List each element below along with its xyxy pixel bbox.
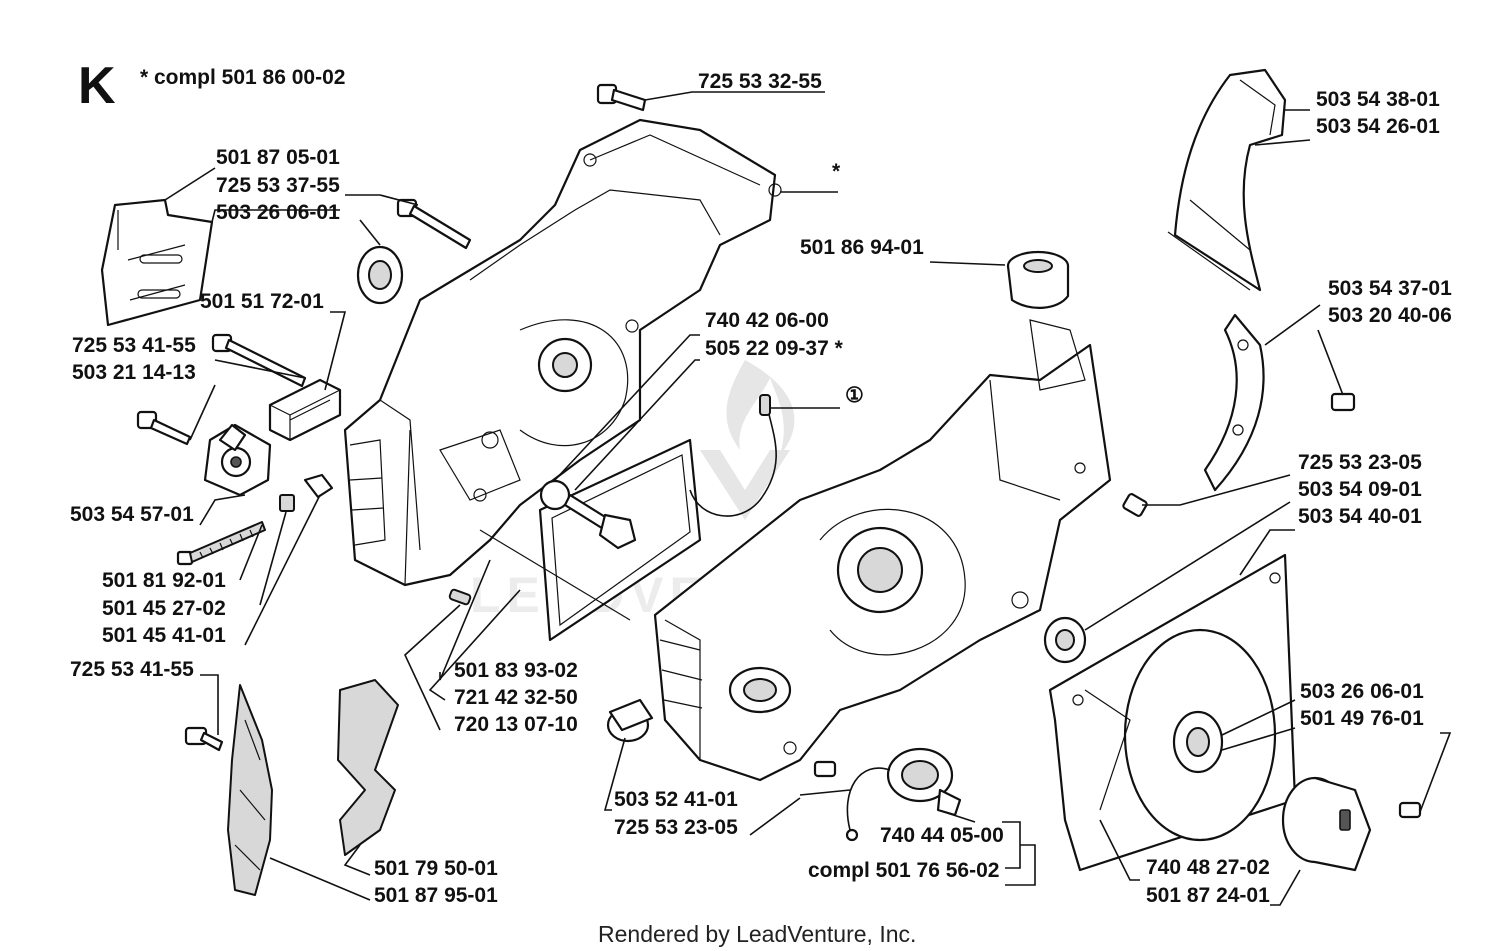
clutch-screw [1398,801,1422,819]
label-503-54-26-01: 503 54 26-01 [1316,115,1440,138]
label-740-44-05-00: 740 44 05-00 [880,824,1004,847]
label-725-53-41-55-lower: 725 53 41-55 [70,658,194,681]
breather-cap [1006,250,1070,309]
label-740-42-06-00: 740 42 06-00 [705,309,829,332]
label-503-26-06-01-right: 503 26 06-01 [1300,680,1424,703]
label-725-53-37-55: 725 53 37-55 [216,174,340,197]
label-503-54-37-01: 503 54 37-01 [1328,277,1452,300]
ignition-wire [689,394,777,517]
footer-credit: Rendered by LeadVenture, Inc. [598,921,916,947]
hand-guard-left [227,684,273,896]
adjust-nut [279,473,334,512]
clutch-cover [1048,553,1297,872]
oil-pump [799,747,962,842]
part-labels: 725 53 32-55 501 87 05-01 725 53 37-55 5… [70,70,1452,907]
label-720-13-07-10: 720 13 07-10 [454,713,578,736]
label-725-53-32-55: 725 53 32-55 [698,70,822,93]
hand-guard-right [337,679,399,856]
label-503-21-14-13: 503 21 14-13 [72,361,196,384]
label-note-1: ① [845,384,864,407]
crankcase-lower [653,319,1112,782]
bar-bolt-block [268,378,342,442]
deflector-screw [1330,392,1356,412]
label-501-87-05-01: 501 87 05-01 [216,146,340,169]
label-503-54-40-01: 503 54 40-01 [1298,505,1422,528]
crankcase-upper [343,118,782,587]
plug-bolt [539,479,637,550]
label-503-54-38-01: 503 54 38-01 [1316,88,1440,111]
label-721-42-32-50: 721 42 32-50 [454,686,578,709]
leader-lines [164,91,1452,906]
label-501-86-94-01: 501 86 94-01 [800,236,924,259]
label-503-52-41-01: 503 52 41-01 [614,788,738,811]
compl-note: * compl 501 86 00-02 [140,66,345,89]
label-501-83-93-02: 501 83 93-02 [454,659,578,682]
plug-52-41 [606,698,654,743]
screw-23-05-right [1122,493,1148,517]
label-505-22-09-37: 505 22 09-37 * [705,337,844,360]
adjust-screw [176,521,266,566]
seal-09-01 [1043,616,1087,664]
label-501-51-72-01: 501 51 72-01 [200,290,324,313]
label-503-54-09-01: 503 54 09-01 [1298,478,1422,501]
label-501-87-95-01: 501 87 95-01 [374,884,498,907]
label-725-53-23-05-center: 725 53 23-05 [614,816,738,839]
label-503-20-40-06: 503 20 40-06 [1328,304,1452,327]
top-screw [596,83,647,112]
label-501-81-92-01: 501 81 92-01 [102,569,226,592]
label-501-45-27-02: 501 45 27-02 [102,597,226,620]
clutch-drum [1281,776,1372,872]
label-501-49-76-01: 501 49 76-01 [1300,707,1424,730]
screw-37-55 [396,198,472,250]
air-duct [1167,68,1287,292]
oil-seal-left [356,245,404,305]
label-725-53-41-55-upper: 725 53 41-55 [72,334,196,357]
label-501-79-50-01: 501 79 50-01 [374,857,498,880]
label-501-45-41-01: 501 45 41-01 [102,624,226,647]
long-bolt [211,333,307,388]
label-asterisk: * [832,160,841,183]
label-740-48-27-02: 740 48 27-02 [1146,856,1270,879]
label-501-87-24-01: 501 87 24-01 [1146,884,1270,907]
section-letter: K [78,57,116,115]
chain-guard-plate [100,198,214,327]
label-725-53-23-05-right: 725 53 23-05 [1298,451,1422,474]
guard-screw [184,726,224,752]
label-503-26-06-01: 503 26 06-01 [216,201,340,224]
deflector [1203,313,1265,492]
label-compl-501-76-56-02: compl 501 76 56-02 [808,859,999,882]
label-503-54-57-01: 503 54 57-01 [70,503,194,526]
chain-tensioner [136,410,272,497]
